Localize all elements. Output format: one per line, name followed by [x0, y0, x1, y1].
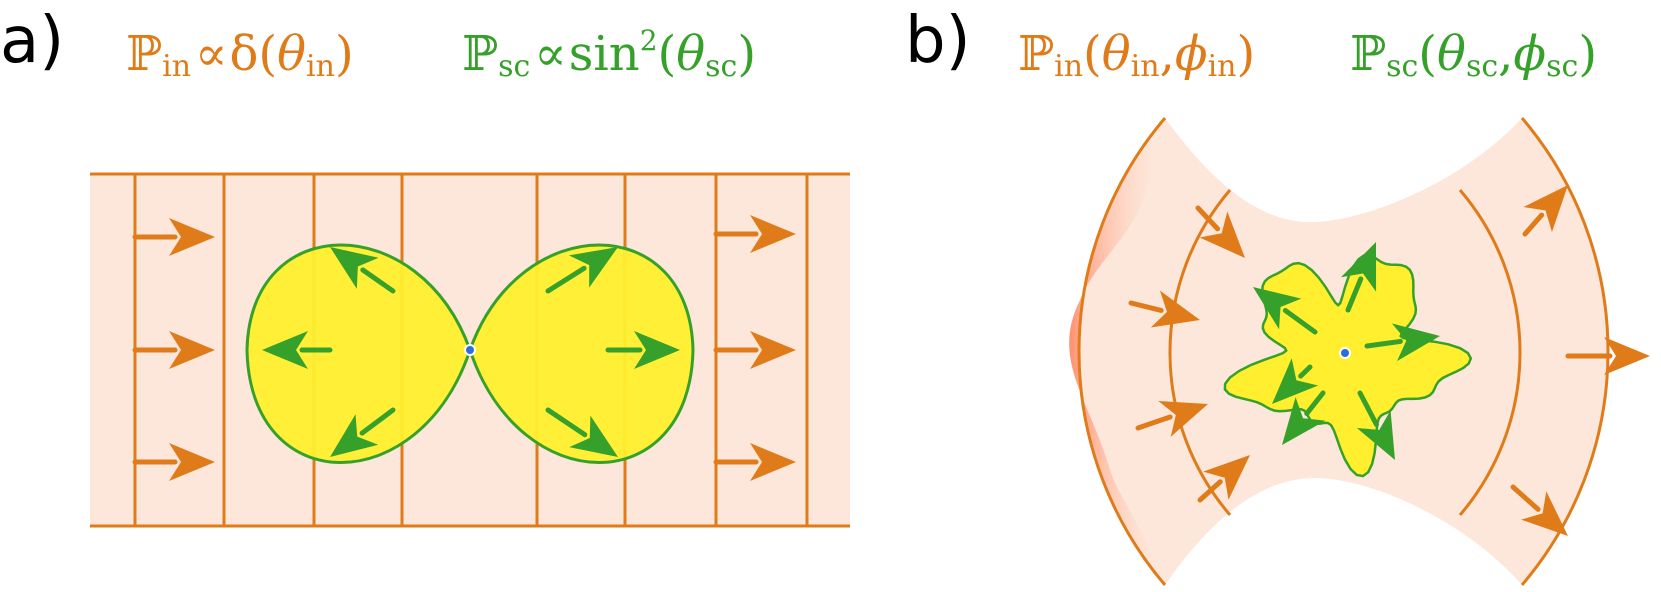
- panel-b-scattered-equation: ℙsc(θsc,ϕsc): [1350, 26, 1597, 84]
- panel-b-label: b): [905, 4, 971, 78]
- incident-arrow: [1510, 484, 1568, 536]
- scattered-arrow: [1356, 390, 1395, 460]
- scattered-arrow: [330, 407, 396, 457]
- dipole-lobe-right: [468, 243, 695, 464]
- scattered-arrow: [330, 247, 396, 294]
- scattered-arrow: [545, 407, 618, 457]
- incident-arrow: [713, 215, 796, 253]
- panel-a-incident-equation: ℙin∝δ(θin): [126, 26, 354, 84]
- incident-arrow: [1128, 290, 1200, 328]
- incident-arrow: [1197, 455, 1250, 503]
- incident-arrow: [713, 331, 796, 369]
- incident-arrow: [713, 443, 796, 481]
- panel-a-label: a): [0, 4, 64, 78]
- arrows: [132, 215, 796, 481]
- incident-arrow: [132, 218, 215, 256]
- scattered-arrow: [262, 331, 333, 369]
- outgoing-inner-arc: [1458, 189, 1522, 516]
- panel-a-scattered-equation: ℙsc∝sin2(θsc): [462, 24, 756, 84]
- outgoing-outer-arc: [1520, 117, 1610, 586]
- incident-arrow: [132, 331, 215, 369]
- incoming-inner-arc: [1168, 189, 1232, 516]
- incident-arrow: [1565, 337, 1650, 375]
- scattered-arrow: [1282, 390, 1326, 445]
- incident-arrow: [1522, 185, 1568, 237]
- panel-b-incident-equation: ℙin(θin,ϕin): [1018, 26, 1255, 84]
- incident-arrow: [132, 443, 215, 481]
- incident-edge-glow: [1069, 118, 1165, 585]
- scattered-arrow: [1272, 358, 1319, 404]
- scattered-arrow: [605, 331, 680, 369]
- panel-a: a) ℙin∝δ(θin) ℙsc∝sin2(θsc): [0, 4, 850, 528]
- scatterer-dot: [1339, 347, 1351, 359]
- dipole-lobe-left: [245, 243, 472, 464]
- scattered-arrow: [1253, 287, 1318, 335]
- scatterer-dot: [464, 344, 476, 356]
- panel-b: b) ℙin(θin,ϕin) ℙsc(θsc,ϕsc): [905, 4, 1650, 586]
- scattered-arrow: [1364, 323, 1440, 362]
- scattered-arrow: [1340, 242, 1377, 313]
- scattered-arrow: [545, 247, 618, 294]
- arrows: [1128, 185, 1650, 536]
- incoming-outer-arc: [1077, 117, 1167, 586]
- incident-arrow: [1195, 205, 1245, 258]
- incident-arrow: [1135, 400, 1208, 437]
